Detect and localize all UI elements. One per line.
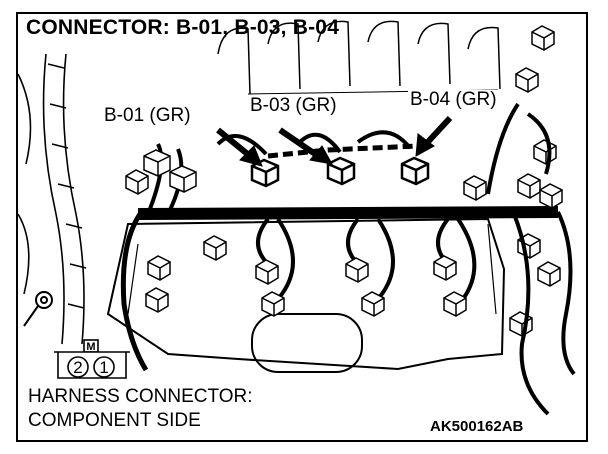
callout-label-b04: B-04 (GR) <box>408 89 499 110</box>
harness-connector-symbol: M 2 1 <box>54 339 130 379</box>
callout-label-b01: B-01 (GR) <box>102 105 193 126</box>
pin-2-label: 2 <box>73 358 82 377</box>
callout-label-b03: B-03 (GR) <box>248 95 339 116</box>
coil-harness <box>216 130 419 159</box>
arrow-b01 <box>216 127 252 159</box>
caption-line-1: HARNESS CONNECTOR: <box>28 386 253 407</box>
left-hose <box>18 53 87 345</box>
arrow-b03 <box>278 127 320 159</box>
connector-b04 <box>400 156 430 186</box>
pin-1-label: 1 <box>99 358 108 377</box>
engine-cover <box>106 217 506 373</box>
arrow-b04 <box>423 115 453 147</box>
ground-terminal <box>23 291 53 327</box>
main-harness-tube <box>137 206 559 220</box>
engine-harness-illustration: M 2 1 <box>18 20 576 416</box>
diagram-frame: M 2 1 CONNECTOR: B-01, B-03, B-04 B-01 (… <box>16 12 588 442</box>
pin-marker-m: M <box>86 341 95 353</box>
figure-code: AK500162AB <box>430 418 524 435</box>
right-harness <box>486 102 576 416</box>
harness-left-drop <box>120 212 149 372</box>
caption-line-2: COMPONENT SIDE <box>28 410 201 431</box>
diagram-title: CONNECTOR: B-01, B-03, B-04 <box>26 16 340 39</box>
callout-arrows <box>216 115 453 167</box>
connector-blocks <box>125 25 563 337</box>
connector-b03 <box>326 156 356 186</box>
connector-b01 <box>250 158 280 188</box>
